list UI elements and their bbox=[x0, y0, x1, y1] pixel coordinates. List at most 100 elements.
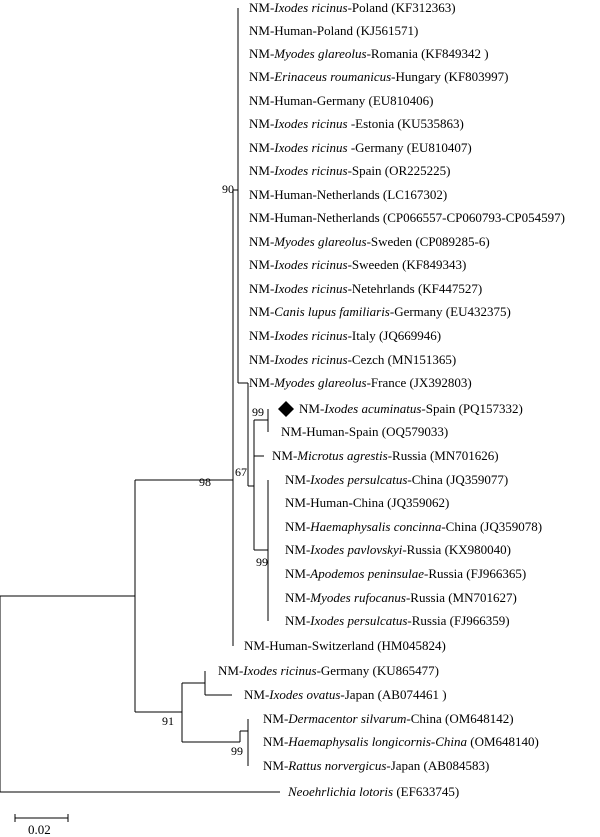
taxon-label-species: Erinaceus roumanicus bbox=[273, 69, 391, 84]
taxon-label: NM-Myodes glareolus-Romania (KF849342 ) bbox=[249, 46, 489, 61]
taxon-label: NM-Human-Spain (OQ579033) bbox=[281, 424, 448, 439]
taxon-label-species: Ixodes pavlovskyi bbox=[309, 542, 402, 557]
taxon-label-prefix: NM- bbox=[285, 472, 310, 487]
taxon-label-species: Rattus norvergicus bbox=[287, 758, 386, 773]
taxon-label-suffix: -Sweeden (KF849343) bbox=[348, 257, 467, 272]
taxon-label-prefix: NM- bbox=[249, 140, 274, 155]
bootstrap-value: 98 bbox=[199, 475, 211, 489]
taxon-label-prefix: NM- bbox=[285, 519, 310, 534]
bootstrap-value: 67 bbox=[235, 465, 247, 479]
taxon-label: NM-Human-Switzerland (HM045824) bbox=[244, 638, 446, 653]
taxon-label-species: Myodes glareolus bbox=[273, 234, 366, 249]
taxon-label: NM-Myodes glareolus-France (JX392803) bbox=[249, 375, 472, 390]
taxon-label-suffix: -Germany (KU865477) bbox=[317, 663, 439, 678]
taxon-label-prefix: NM- bbox=[218, 663, 243, 678]
taxon-label-suffix: -France (JX392803) bbox=[367, 375, 472, 390]
taxon-label-prefix: NM- bbox=[249, 304, 274, 319]
taxon-label-species: Ixodes ricinus bbox=[273, 281, 347, 296]
taxon-label-prefix: NM-Human-Poland (KJ561571) bbox=[249, 23, 418, 38]
taxon-label-suffix: -Poland (KF312363) bbox=[348, 0, 456, 15]
taxon-labels: NM-Ixodes ricinus-Poland (KF312363)NM-Hu… bbox=[218, 0, 565, 799]
taxon-label: NM-Rattus norvergicus-Japan (AB084583) bbox=[263, 758, 489, 773]
taxon-label-prefix: NM- bbox=[263, 734, 288, 749]
taxon-label-suffix: -Spain (PQ157332) bbox=[421, 401, 522, 416]
taxon-label: NM-Ixodes ricinus-Netehrlands (KF447527) bbox=[249, 281, 482, 296]
taxon-label-species: Ixodes ricinus bbox=[273, 116, 347, 131]
taxon-label-suffix: -China (JQ359077) bbox=[407, 472, 508, 487]
taxon-label-prefix: NM-Human-Netherlands (CP066557-CP060793-… bbox=[249, 210, 565, 225]
scale-bar: 0.02 bbox=[14, 814, 69, 837]
taxon-label: NM-Myodes rufocanus-Russia (MN701627) bbox=[285, 590, 517, 605]
taxon-label-species: Apodemos peninsulae bbox=[309, 566, 424, 581]
taxon-label: NM-Ixodes ricinus -Estonia (KU535863) bbox=[249, 116, 464, 131]
taxon-label-prefix: NM- bbox=[249, 281, 274, 296]
taxon-label-suffix: -China (OM648142) bbox=[406, 711, 513, 726]
tree-branches bbox=[0, 8, 280, 793]
taxon-label-species: Canis lupus familiaris bbox=[274, 304, 390, 319]
taxon-label-prefix: NM- bbox=[249, 69, 274, 84]
taxon-label-prefix: NM-Human-Germany (EU810406) bbox=[249, 93, 433, 108]
taxon-label-suffix: -Russia (FJ966359) bbox=[407, 613, 509, 628]
bootstrap-value: 99 bbox=[252, 405, 264, 419]
taxon-label-suffix: (OM648140) bbox=[467, 734, 539, 749]
taxon-label-species: Ixodes persulcatus bbox=[309, 613, 407, 628]
diamond-icon bbox=[278, 401, 294, 417]
taxon-label-prefix: NM- bbox=[285, 613, 310, 628]
taxon-label-prefix: NM- bbox=[249, 116, 274, 131]
taxon-label-species: Myodes rufocanus bbox=[309, 590, 406, 605]
taxon-label-prefix: NM-Human-Netherlands (LC167302) bbox=[249, 187, 447, 202]
taxon-label-prefix: NM-Human-Spain (OQ579033) bbox=[281, 424, 448, 439]
taxon-label-species: Ixodes ricinus bbox=[273, 257, 347, 272]
taxon-label-species: Ixodes acuminatus bbox=[323, 401, 421, 416]
bootstrap-value: 99 bbox=[256, 555, 268, 569]
taxon-label-suffix: -Netehrlands (KF447527) bbox=[348, 281, 483, 296]
taxon-label-prefix: NM-Human-China (JQ359062) bbox=[285, 495, 449, 510]
taxon-label-suffix: -Romania (KF849342 ) bbox=[367, 46, 489, 61]
taxon-label-prefix: NM- bbox=[249, 163, 274, 178]
taxon-label-prefix: NM- bbox=[263, 711, 288, 726]
taxon-label-prefix: NM- bbox=[299, 401, 324, 416]
taxon-label-suffix: (EF633745) bbox=[393, 784, 459, 799]
taxon-label: NM-Human-Germany (EU810406) bbox=[249, 93, 433, 108]
taxon-label-species: Myodes glareolus bbox=[273, 46, 366, 61]
taxon-label: NM-Ixodes ricinus-Cezch (MN151365) bbox=[249, 352, 456, 367]
taxon-label-species: Ixodes ricinus bbox=[273, 163, 347, 178]
taxon-label-suffix: -Russia (MN701626) bbox=[388, 448, 499, 463]
bootstrap-value: 90 bbox=[222, 182, 234, 196]
taxon-label-suffix: -Estonia (KU535863) bbox=[348, 116, 464, 131]
taxon-label: NM-Ixodes ricinus-Spain (OR225225) bbox=[249, 163, 451, 178]
taxon-label-suffix: -Russia (KX980040) bbox=[402, 542, 511, 557]
taxon-label-species: Neoehrlichia lotoris bbox=[287, 784, 393, 799]
taxon-label-species: Ixodes ovatus bbox=[268, 687, 340, 702]
taxon-label-prefix: NM- bbox=[249, 352, 274, 367]
taxon-label: NM-Dermacentor silvarum-China (OM648142) bbox=[263, 711, 514, 726]
taxon-label-suffix: -China (JQ359078) bbox=[441, 519, 542, 534]
taxon-label: NM-Ixodes ricinus-Germany (KU865477) bbox=[218, 663, 439, 678]
taxon-label-prefix: NM- bbox=[249, 46, 274, 61]
taxon-label-species: Dermacentor silvarum bbox=[287, 711, 406, 726]
taxon-label-suffix: -Russia (MN701627) bbox=[406, 590, 517, 605]
taxon-label-prefix: NM- bbox=[249, 257, 274, 272]
taxon-label-prefix: NM- bbox=[249, 234, 274, 249]
taxon-label: NM-Canis lupus familiaris-Germany (EU432… bbox=[249, 304, 511, 319]
taxon-label-prefix: NM- bbox=[285, 542, 310, 557]
taxon-label-species: Ixodes persulcatus bbox=[309, 472, 407, 487]
taxon-label-species: Haemaphysalis longicornis-China bbox=[287, 734, 467, 749]
bootstrap-value: 91 bbox=[162, 714, 174, 728]
taxon-label: NM-Human-China (JQ359062) bbox=[285, 495, 449, 510]
taxon-label-prefix: NM-Human-Switzerland (HM045824) bbox=[244, 638, 446, 653]
taxon-label-species: Ixodes ricinus bbox=[242, 663, 316, 678]
taxon-label: NM-Ixodes persulcatus-Russia (FJ966359) bbox=[285, 613, 510, 628]
taxon-label-suffix: -Cezch (MN151365) bbox=[348, 352, 457, 367]
taxon-label: NM-Myodes glareolus-Sweden (CP089285-6) bbox=[249, 234, 490, 249]
taxon-label-suffix: -Hungary (KF803997) bbox=[391, 69, 508, 84]
taxon-label: NM-Haemaphysalis concinna-China (JQ35907… bbox=[285, 519, 542, 534]
taxon-label-species: Ixodes ricinus bbox=[273, 328, 347, 343]
taxon-label: NM-Erinaceus roumanicus-Hungary (KF80399… bbox=[249, 69, 509, 84]
taxon-label: NM-Ixodes ovatus-Japan (AB074461 ) bbox=[244, 687, 447, 702]
taxon-label-species: Myodes glareolus bbox=[273, 375, 366, 390]
taxon-label-suffix: -Germany (EU810407) bbox=[348, 140, 472, 155]
taxon-label: NM-Ixodes acuminatus-Spain (PQ157332) bbox=[299, 401, 523, 416]
